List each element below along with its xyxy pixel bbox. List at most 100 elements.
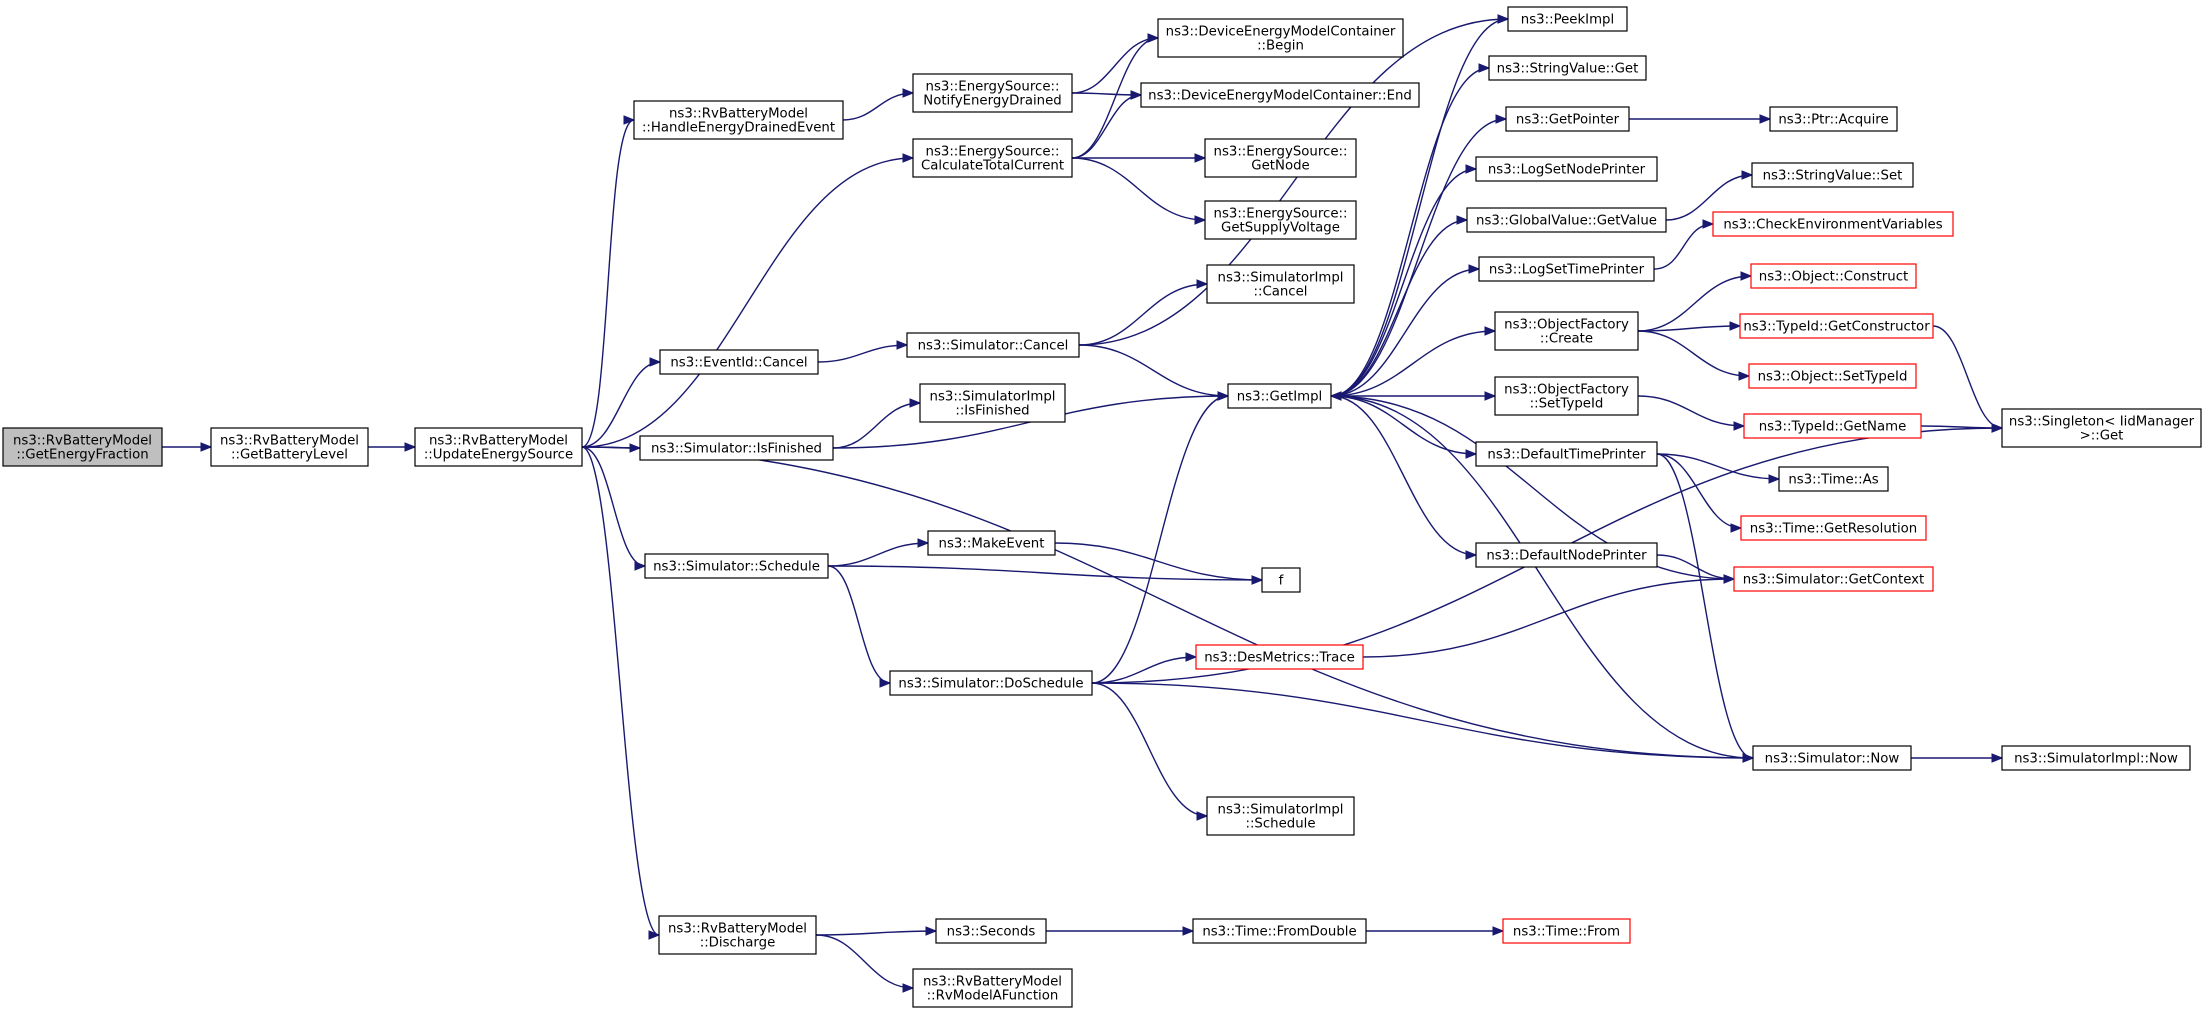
node-simulator-cancel[interactable]: ns3::Simulator::Cancel <box>906 332 1080 358</box>
node-time-from[interactable]: ns3::Time::From <box>1502 918 1631 944</box>
node-box[interactable] <box>1739 313 1934 339</box>
node-object-construct[interactable]: ns3::Object::Construct <box>1750 263 1917 289</box>
node-box[interactable] <box>639 435 834 461</box>
node-box[interactable] <box>210 427 369 467</box>
node-box[interactable] <box>1494 376 1639 416</box>
node-peekimpl[interactable]: ns3::PeekImpl <box>1507 6 1628 32</box>
node-handleenergydrained[interactable]: ns3::RvBatteryModel::HandleEnergyDrained… <box>633 100 844 140</box>
node-box[interactable] <box>912 968 1073 1008</box>
node-objectfactory-create[interactable]: ns3::ObjectFactory::Create <box>1494 311 1639 351</box>
node-box[interactable] <box>414 427 583 467</box>
node-demc-end[interactable]: ns3::DeviceEnergyModelContainer::End <box>1140 82 1420 108</box>
node-box[interactable] <box>889 670 1093 696</box>
node-getbatterylevel[interactable]: ns3::RvBatteryModel::GetBatteryLevel <box>210 427 369 467</box>
node-getnode[interactable]: ns3::EnergySource::GetNode <box>1204 138 1357 178</box>
node-simulator-getcontext[interactable]: ns3::Simulator::GetContext <box>1733 566 1934 592</box>
node-objectfactory-settypeid[interactable]: ns3::ObjectFactory::SetTypeId <box>1494 376 1639 416</box>
node-box[interactable] <box>1227 383 1332 409</box>
node-box[interactable] <box>1478 256 1655 282</box>
node-object-settypeid[interactable]: ns3::Object::SetTypeId <box>1748 363 1917 389</box>
node-box[interactable] <box>912 138 1073 178</box>
node-box[interactable] <box>1752 745 1912 771</box>
node-box[interactable] <box>1157 18 1404 58</box>
node-box[interactable] <box>912 73 1073 113</box>
node-seconds[interactable]: ns3::Seconds <box>935 918 1047 944</box>
node-calctotalcurrent[interactable]: ns3::EnergySource::CalculateTotalCurrent <box>912 138 1073 178</box>
node-simimpl-now[interactable]: ns3::SimulatorImpl::Now <box>2001 745 2191 771</box>
node-typeid-getname[interactable]: ns3::TypeId::GetName <box>1743 413 1922 439</box>
node-box[interactable] <box>1748 363 1917 389</box>
node-fromdouble[interactable]: ns3::Time::FromDouble <box>1192 918 1367 944</box>
node-box[interactable] <box>1475 542 1658 568</box>
node-singleton-get[interactable]: ns3::Singleton< IidManager >::Get <box>2001 408 2202 448</box>
node-simulator-now[interactable]: ns3::Simulator::Now <box>1752 745 1912 771</box>
node-box[interactable] <box>2001 408 2202 448</box>
node-simimpl-isfinished[interactable]: ns3::SimulatorImpl::IsFinished <box>919 383 1066 423</box>
node-box[interactable] <box>1195 644 1364 670</box>
node-box[interactable] <box>1204 138 1357 178</box>
node-simulator-isfinished[interactable]: ns3::Simulator::IsFinished <box>639 435 834 461</box>
node-stringvalue-get[interactable]: ns3::StringValue::Get <box>1488 55 1647 81</box>
node-stringvalue-set[interactable]: ns3::StringValue::Set <box>1751 162 1914 188</box>
node-box[interactable] <box>1466 207 1667 233</box>
node-defaultnodeprinter[interactable]: ns3::DefaultNodePrinter <box>1475 542 1658 568</box>
node-f[interactable]: f <box>1261 567 1301 593</box>
node-box[interactable] <box>1261 567 1301 593</box>
node-box[interactable] <box>906 332 1080 358</box>
node-box[interactable] <box>1488 55 1647 81</box>
node-time-as[interactable]: ns3::Time::As <box>1778 466 1889 492</box>
node-box[interactable] <box>927 530 1056 556</box>
node-box[interactable] <box>1507 6 1628 32</box>
node-box[interactable] <box>935 918 1047 944</box>
node-box[interactable] <box>1206 264 1355 304</box>
node-box[interactable] <box>1192 918 1367 944</box>
node-getsupplyvoltage[interactable]: ns3::EnergySource::GetSupplyVoltage <box>1204 200 1357 240</box>
node-box[interactable] <box>2001 745 2191 771</box>
node-box[interactable] <box>644 553 829 579</box>
node-typeid-getconstructor[interactable]: ns3::TypeId::GetConstructor <box>1739 313 1934 339</box>
node-box[interactable] <box>1475 441 1658 467</box>
node-getenergyfraction[interactable]: ns3::RvBatteryModel::GetEnergyFraction <box>2 427 163 467</box>
node-rvmodelafunction[interactable]: ns3::RvBatteryModel::RvModelAFunction <box>912 968 1073 1008</box>
node-box[interactable] <box>1769 106 1898 132</box>
node-getimpl[interactable]: ns3::GetImpl <box>1227 383 1332 409</box>
node-box[interactable] <box>919 383 1066 423</box>
node-simimpl-schedule[interactable]: ns3::SimulatorImpl::Schedule <box>1206 796 1355 836</box>
node-box[interactable] <box>1751 162 1914 188</box>
node-demc-begin[interactable]: ns3::DeviceEnergyModelContainer::Begin <box>1157 18 1404 58</box>
node-defaulttimeprinter[interactable]: ns3::DefaultTimePrinter <box>1475 441 1658 467</box>
node-box[interactable] <box>2 427 163 467</box>
node-updateenergysource[interactable]: ns3::RvBatteryModel::UpdateEnergySource <box>414 427 583 467</box>
node-ptr-acquire[interactable]: ns3::Ptr::Acquire <box>1769 106 1898 132</box>
node-eventid-cancel[interactable]: ns3::EventId::Cancel <box>659 349 819 375</box>
node-globalvalue-getvalue[interactable]: ns3::GlobalValue::GetValue <box>1466 207 1667 233</box>
node-box[interactable] <box>633 100 844 140</box>
node-desmetrics-trace[interactable]: ns3::DesMetrics::Trace <box>1195 644 1364 670</box>
node-box[interactable] <box>1140 82 1420 108</box>
node-box[interactable] <box>1204 200 1357 240</box>
node-checkenvvars[interactable]: ns3::CheckEnvironmentVariables <box>1712 211 1954 237</box>
node-simimpl-cancel[interactable]: ns3::SimulatorImpl::Cancel <box>1206 264 1355 304</box>
node-discharge[interactable]: ns3::RvBatteryModel::Discharge <box>658 915 817 955</box>
node-makeevent[interactable]: ns3::MakeEvent <box>927 530 1056 556</box>
node-getpointer[interactable]: ns3::GetPointer <box>1505 106 1630 132</box>
node-logsetnodeprinter[interactable]: ns3::LogSetNodePrinter <box>1475 156 1658 182</box>
node-box[interactable] <box>1778 466 1889 492</box>
node-box[interactable] <box>1750 263 1917 289</box>
node-simulator-schedule[interactable]: ns3::Simulator::Schedule <box>644 553 829 579</box>
node-logsettimeprinter[interactable]: ns3::LogSetTimePrinter <box>1478 256 1655 282</box>
node-doschedule[interactable]: ns3::Simulator::DoSchedule <box>889 670 1093 696</box>
node-box[interactable] <box>1712 211 1954 237</box>
node-box[interactable] <box>1743 413 1922 439</box>
node-box[interactable] <box>1502 918 1631 944</box>
node-time-getresolution[interactable]: ns3::Time::GetResolution <box>1740 515 1927 541</box>
node-box[interactable] <box>1206 796 1355 836</box>
node-box[interactable] <box>1494 311 1639 351</box>
node-box[interactable] <box>659 349 819 375</box>
node-box[interactable] <box>1740 515 1927 541</box>
node-box[interactable] <box>1505 106 1630 132</box>
node-box[interactable] <box>1475 156 1658 182</box>
node-box[interactable] <box>1733 566 1934 592</box>
node-notifyenergydrained[interactable]: ns3::EnergySource::NotifyEnergyDrained <box>912 73 1073 113</box>
node-box[interactable] <box>658 915 817 955</box>
